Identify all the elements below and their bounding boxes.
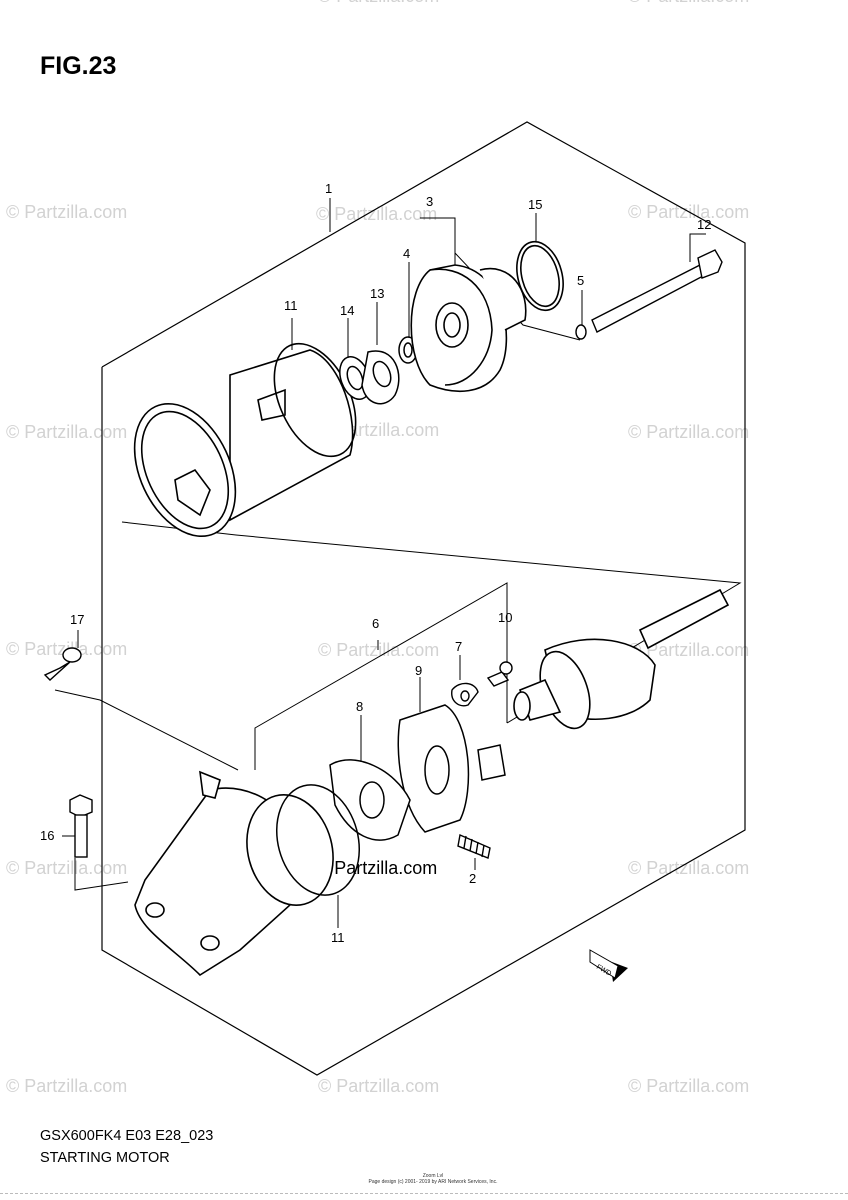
callout-8: 8 [356, 699, 363, 714]
callout-2: 2 [469, 871, 476, 886]
watermark: © Partzilla.com [318, 0, 439, 6]
watermark: © Partzilla.com [6, 858, 127, 878]
callout-numbers: 1 2 3 4 5 6 7 8 9 10 11 11 12 13 14 15 1… [40, 181, 711, 945]
callout-17: 17 [70, 612, 84, 627]
callout-13: 13 [370, 286, 384, 301]
callout-14: 14 [340, 303, 354, 318]
spring-2 [457, 834, 491, 859]
diagram-name: STARTING MOTOR [40, 1150, 170, 1166]
watermark: © Partzilla.com [318, 1076, 439, 1096]
watermark: © Partzilla.com [628, 858, 749, 878]
assembly-box [101, 121, 746, 1076]
callout-3: 3 [426, 194, 433, 209]
callout-6: 6 [372, 616, 379, 631]
callout-11-top: 11 [284, 298, 298, 313]
callout-16: 16 [40, 828, 54, 843]
motor-yoke [133, 342, 357, 538]
watermark: © Partzilla.com [628, 0, 749, 6]
watermark: © Partzilla.com [6, 202, 127, 222]
watermark: © Partzilla.com [628, 422, 749, 442]
callout-11-bottom: 11 [331, 930, 345, 945]
watermark: © Partzilla.com [318, 640, 439, 660]
o-ring-15 [516, 240, 564, 312]
brush-plate-8 [329, 759, 411, 841]
lower-housing-6 [134, 770, 334, 977]
bolt-12 [591, 249, 723, 333]
callout-9: 9 [415, 663, 422, 678]
fwd-arrow: FWD [589, 949, 628, 982]
brush-holder-9 [397, 704, 506, 833]
washer-5 [575, 324, 587, 340]
callout-7: 7 [455, 639, 462, 654]
watermark-center: © Partzilla.com [316, 858, 437, 878]
fine-print: Zoom Lvl Page design (c) 2001- 2019 by A… [368, 1173, 498, 1185]
armature [513, 588, 730, 730]
callout-10: 10 [498, 610, 512, 625]
bolt-16 [69, 794, 93, 858]
spring-7 [451, 682, 479, 707]
fine-print-line-1: Zoom Lvl [422, 1173, 444, 1179]
callout-leaders [62, 198, 706, 928]
callout-12: 12 [697, 217, 711, 232]
callout-15: 15 [528, 197, 542, 212]
watermark: © Partzilla.com [628, 640, 749, 660]
bracket-13 [361, 350, 400, 405]
callout-1: 1 [325, 181, 332, 196]
callout-4: 4 [403, 246, 410, 261]
callout-5: 5 [577, 273, 584, 288]
o-ring-11-lower [275, 784, 361, 896]
screw-10 [486, 661, 513, 687]
screw-17 [43, 647, 82, 681]
end-cover-3 [410, 264, 527, 393]
diagram-code: GSX600FK4 E03 E28_023 [40, 1128, 214, 1144]
fine-print-line-2: Page design (c) 2001- 2019 by ARI Networ… [368, 1179, 498, 1185]
watermark: © Partzilla.com [6, 422, 127, 442]
watermark: © Partzilla.com [316, 204, 437, 224]
bottom-divider [0, 1193, 848, 1194]
watermark: © Partzilla.com [6, 1076, 127, 1096]
watermark: © Partzilla.com [628, 1076, 749, 1096]
figure-title: FIG.23 [40, 52, 117, 80]
